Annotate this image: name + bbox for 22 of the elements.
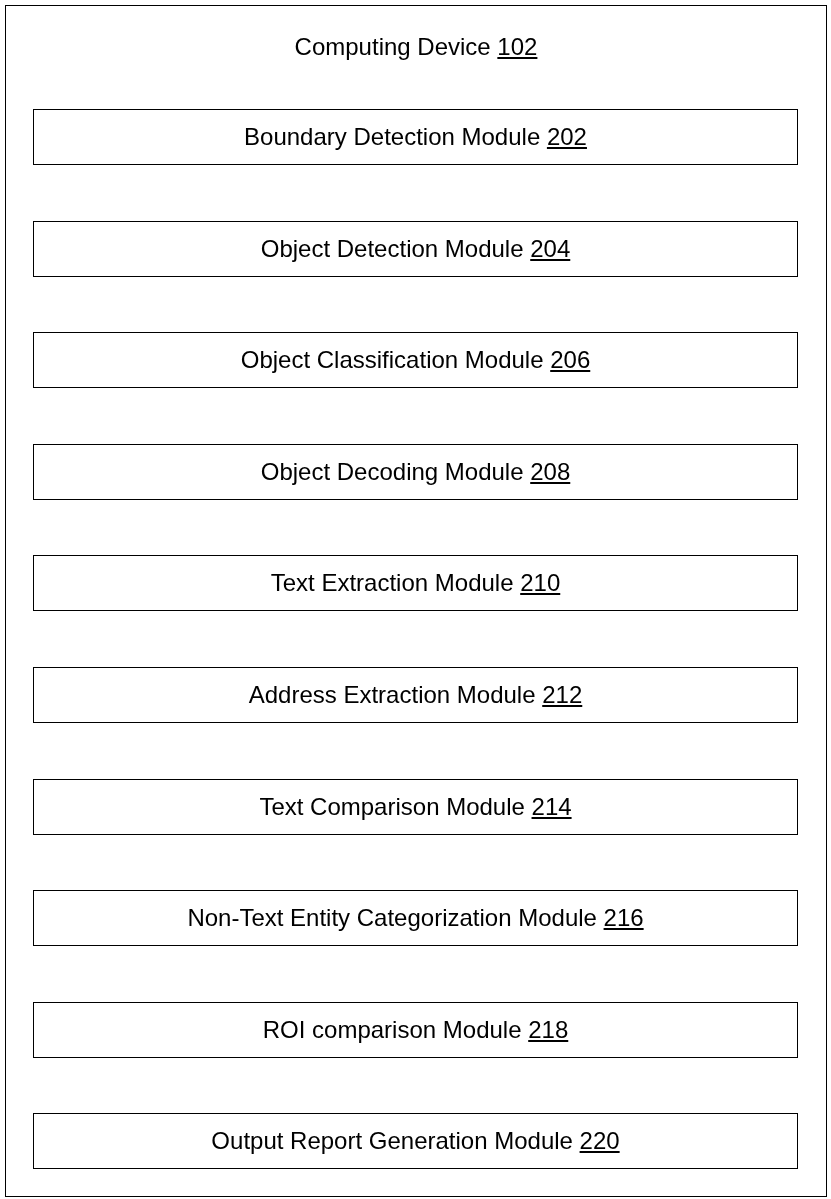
module-box [33,443,798,500]
module-label: Address Extraction Module 212 [248,681,583,709]
module-box [33,1113,798,1170]
module-box [33,555,798,612]
module-box [33,1001,798,1058]
module-label: Text Comparison Module 214 [259,792,572,821]
module-label: Object Classification Module 206 [240,346,591,375]
module-label: Non-Text Entity Categorization Module 216 [187,904,644,933]
module-label: Text Extraction Module 210 [270,569,561,598]
module-label: Object Detection Module 204 [260,234,571,263]
module-box [33,778,798,835]
module-box [33,220,798,277]
module-label: ROI comparison Module 218 [262,1015,569,1044]
module-label: Output Report Generation Module 220 [211,1127,620,1156]
module-box [33,109,798,165]
device-frame [5,5,827,1197]
module-box [33,332,798,389]
module-box [33,890,798,947]
device-title: Computing Device 102 [294,33,538,60]
module-label: Boundary Detection Module 202 [244,123,587,151]
module-box [33,667,798,723]
module-label: Object Decoding Module 208 [260,457,571,486]
